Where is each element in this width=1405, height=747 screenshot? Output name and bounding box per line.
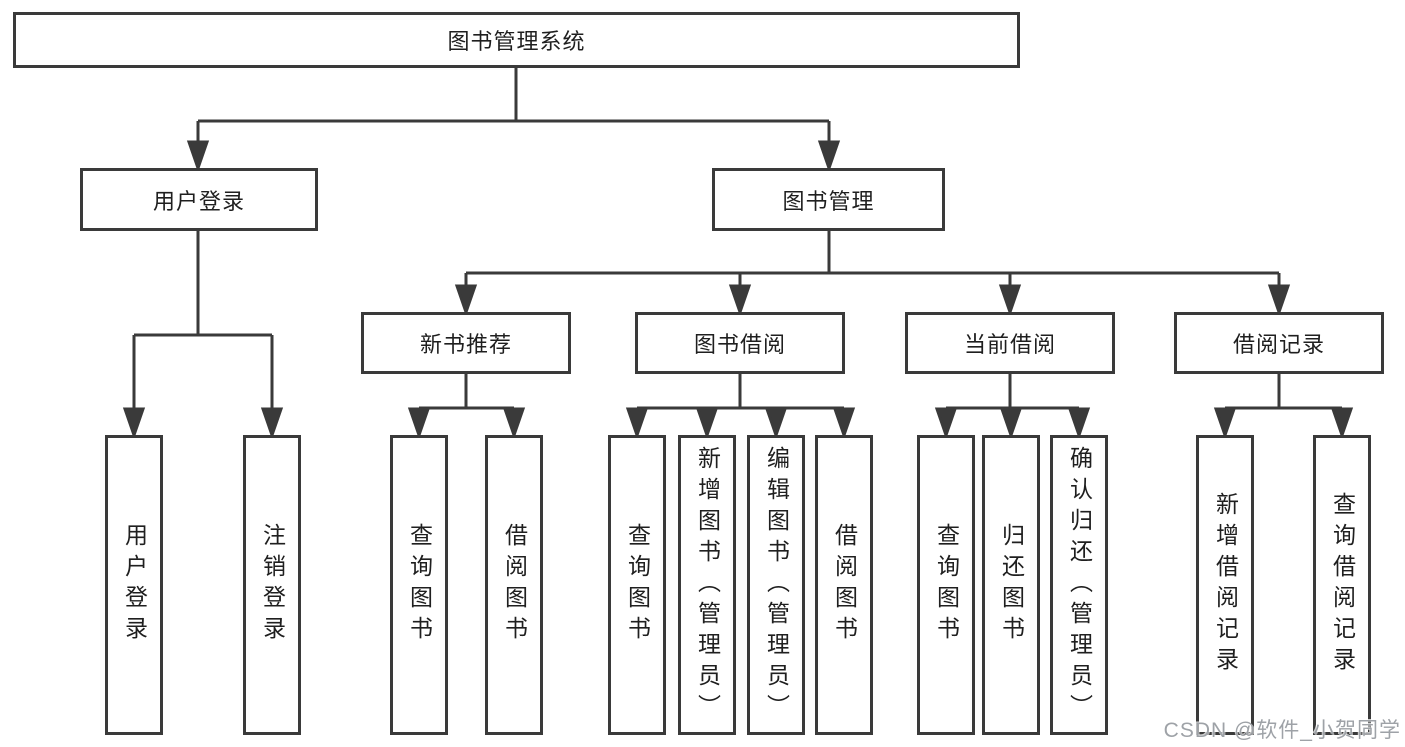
- node-leaf-query-borrow-record: 查询借阅记录: [1313, 435, 1371, 735]
- node-leaf-confirm-return-admin: 确认归还（管理员）: [1050, 435, 1108, 735]
- node-current-borrow: 当前借阅: [905, 312, 1115, 374]
- node-leaf-query-books-3: 查询图书: [917, 435, 975, 735]
- node-label: 编辑图书（管理员）: [763, 445, 790, 725]
- connector-borrow-records-to-children: [1213, 374, 1354, 440]
- node-label: 用户登录: [121, 523, 148, 647]
- node-label: 查询借阅记录: [1329, 492, 1356, 678]
- connector-book-management-to-level3: [454, 231, 1291, 317]
- node-label: 借阅图书: [501, 523, 528, 647]
- node-label: 归还图书: [998, 523, 1025, 647]
- node-leaf-query-books-2: 查询图书: [608, 435, 666, 735]
- connector-root-to-level2: [186, 68, 841, 173]
- node-book-management: 图书管理: [712, 168, 945, 231]
- node-leaf-add-book-admin: 新增图书（管理员）: [678, 435, 736, 735]
- node-label: 查询图书: [933, 523, 960, 647]
- connector-user-login-to-children: [122, 231, 284, 440]
- node-borrow-records: 借阅记录: [1174, 312, 1384, 374]
- node-label: 查询图书: [624, 523, 651, 647]
- node-leaf-borrow-books-1: 借阅图书: [485, 435, 543, 735]
- node-user-login: 用户登录: [80, 168, 318, 231]
- node-label: 借阅图书: [831, 523, 858, 647]
- connector-new-book-recommend-to-children: [407, 374, 526, 440]
- node-book-borrow: 图书借阅: [635, 312, 845, 374]
- csdn-watermark: CSDN @软件_小贺同学: [1163, 719, 1401, 742]
- node-label: 新增借阅记录: [1212, 492, 1239, 678]
- node-leaf-edit-book-admin: 编辑图书（管理员）: [747, 435, 805, 735]
- node-library-management-system: 图书管理系统: [13, 12, 1020, 68]
- node-label: 注销登录: [259, 523, 286, 647]
- node-label: 确认归还（管理员）: [1066, 445, 1093, 725]
- node-new-book-recommend: 新书推荐: [361, 312, 571, 374]
- node-leaf-return-book: 归还图书: [982, 435, 1040, 735]
- node-label: 查询图书: [406, 523, 433, 647]
- node-leaf-add-borrow-record: 新增借阅记录: [1196, 435, 1254, 735]
- node-leaf-query-books-1: 查询图书: [390, 435, 448, 735]
- connector-book-borrow-to-children: [625, 374, 856, 440]
- node-leaf-logout: 注销登录: [243, 435, 301, 735]
- connector-current-borrow-to-children: [934, 374, 1091, 440]
- node-leaf-user-login: 用户登录: [105, 435, 163, 735]
- node-leaf-borrow-books-2: 借阅图书: [815, 435, 873, 735]
- node-label: 新增图书（管理员）: [694, 445, 721, 725]
